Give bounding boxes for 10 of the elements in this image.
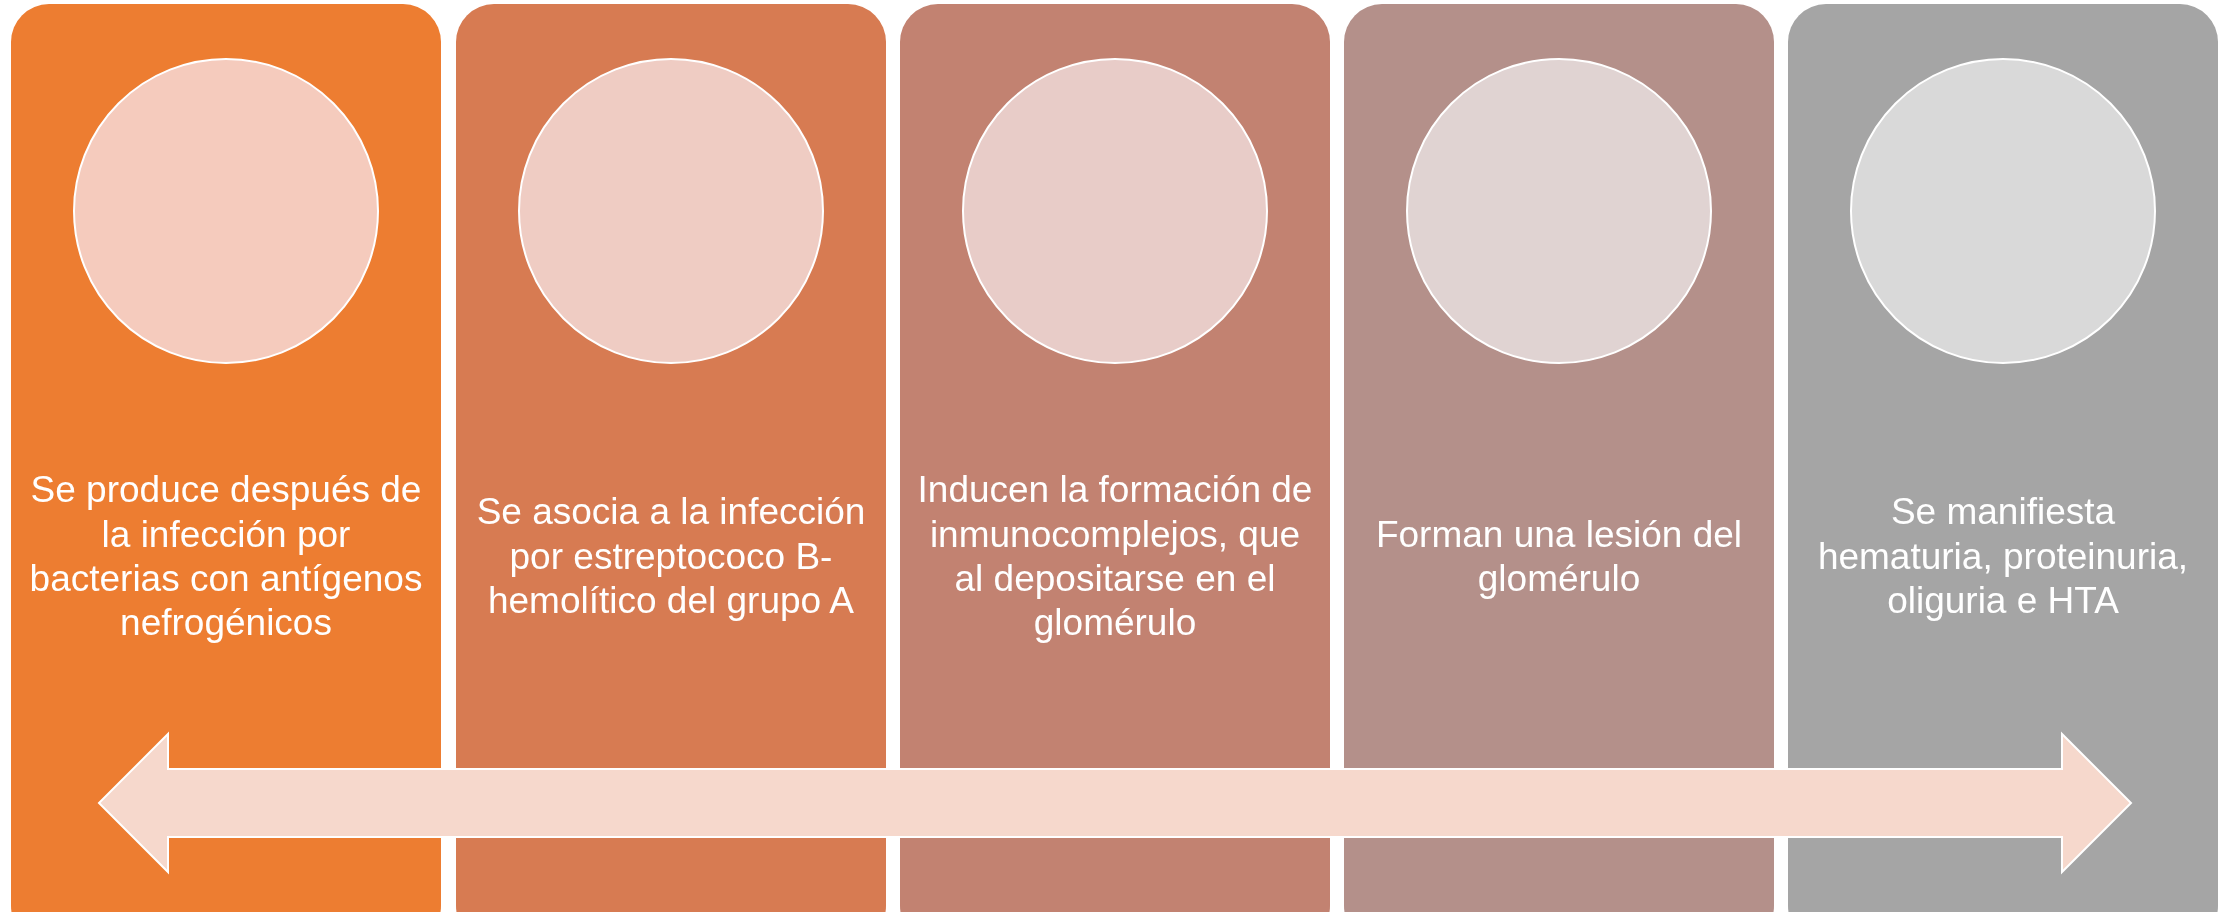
- step-text: Se asocia a la infección por estreptococo B-hemolítico del grupo A: [475, 490, 867, 624]
- step-text: Se produce después de la infección por bacterias con antígenos nefrogénicos: [28, 468, 424, 646]
- step-text: Se manifiesta hematuria, proteinuria, oliguria e HTA: [1816, 490, 2190, 624]
- step-panel: [900, 4, 1330, 912]
- step-text: Forman una lesión del glomérulo: [1374, 512, 1744, 601]
- step-panel: [456, 4, 886, 912]
- step-panel: [1788, 4, 2218, 912]
- step-panel: [1344, 4, 1774, 912]
- step-text: Inducen la formación de inmunocomplejos, que al depositarse en el glomérulo: [916, 468, 1314, 646]
- step-panel: [11, 4, 441, 912]
